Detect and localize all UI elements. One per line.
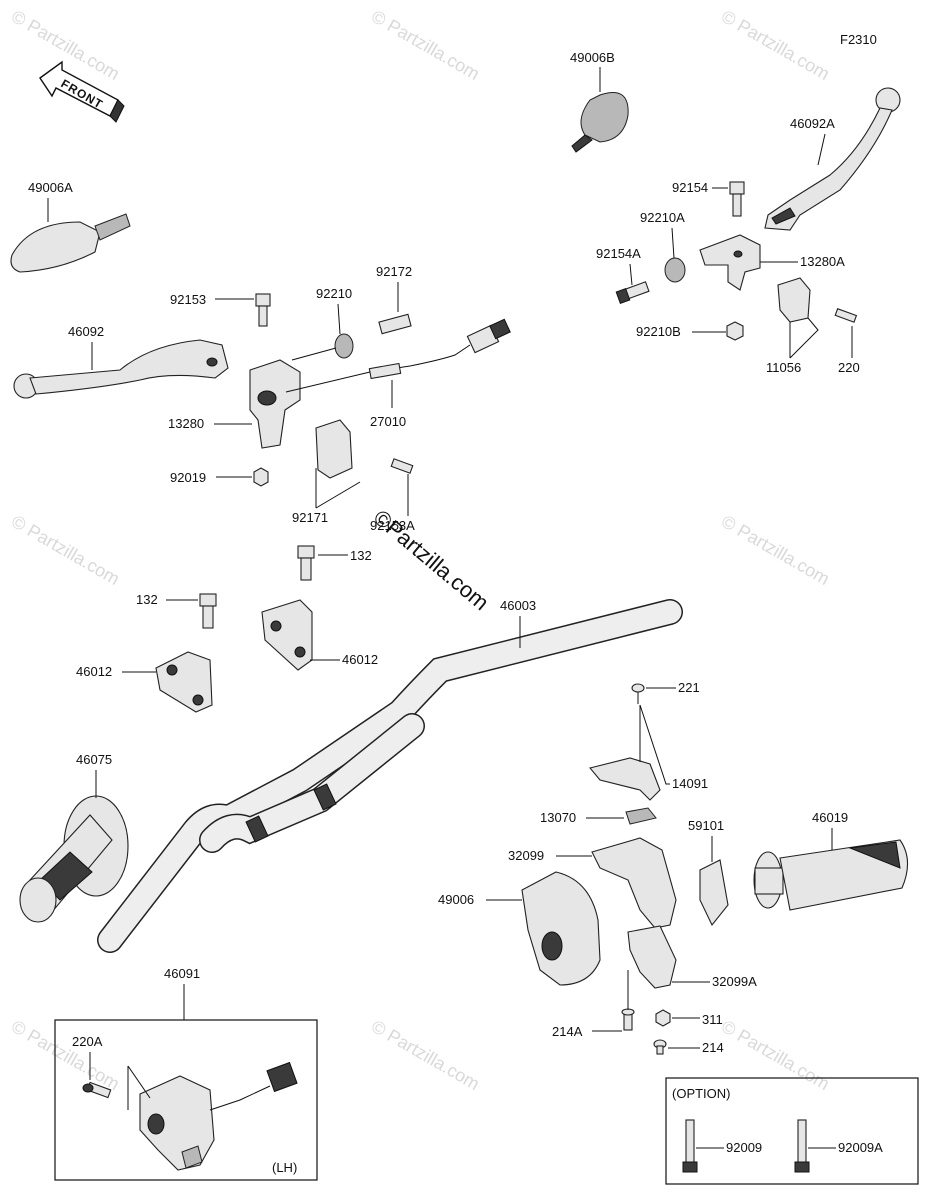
part-label: 32099A — [712, 974, 757, 989]
screw-214 — [653, 1039, 667, 1055]
part-label: 214A — [552, 1024, 583, 1039]
screw-221 — [631, 683, 645, 704]
part-label: 46012 — [342, 652, 378, 667]
part-label: 92172 — [376, 264, 412, 279]
screw-220 — [834, 308, 858, 323]
lh-switch-box — [54, 1019, 318, 1181]
part-label: 92210 — [316, 286, 352, 301]
part-label: 92154 — [672, 180, 708, 195]
part-label: 311 — [702, 1012, 723, 1027]
lever-holder-13280 — [249, 359, 371, 449]
part-label: 13280A — [800, 254, 845, 269]
part-label: 92019 — [170, 470, 206, 485]
bolt-92153 — [255, 293, 271, 327]
part-label: 11056 — [766, 360, 801, 375]
part-label: 46075 — [76, 752, 112, 767]
part-label: 92171 — [292, 510, 328, 525]
part-label: 92210B — [636, 324, 681, 339]
part-label: 13070 — [540, 810, 576, 825]
part-label: 221 — [678, 680, 700, 695]
adjuster-92210A — [664, 257, 686, 283]
bolt-132-right — [297, 545, 315, 581]
part-label: 214 — [702, 1040, 724, 1055]
part-label: 92009A — [838, 1140, 883, 1155]
watermark: © Partzilla.com — [718, 511, 833, 589]
option-label: (OPTION) — [672, 1086, 731, 1101]
part-label: 220 — [838, 360, 860, 375]
lever-guard-49006A — [10, 213, 131, 273]
bolt-132-left — [199, 593, 217, 629]
tube-59101 — [699, 859, 729, 927]
watermark: © Partzilla.com — [368, 6, 483, 84]
part-label: 92210A — [640, 210, 685, 225]
part-label: 46019 — [812, 810, 848, 825]
grip-46075 — [19, 795, 129, 923]
part-label: 220A — [72, 1034, 103, 1049]
nut-311 — [655, 1009, 671, 1027]
screw-220A — [82, 1081, 112, 1099]
bolt-92154 — [729, 181, 745, 217]
watermark: © Partzilla.com — [368, 1016, 483, 1094]
part-label: 92153A — [370, 518, 415, 533]
clamp-11056 — [777, 277, 811, 323]
housing-32099A — [627, 925, 677, 989]
bolt-92009A — [794, 1119, 810, 1173]
part-label: 32099 — [508, 848, 544, 863]
part-label: 46003 — [500, 598, 536, 613]
watermark: © Partzilla.com — [718, 6, 833, 84]
figure-code: F2310 — [840, 32, 877, 47]
part-label: 92154A — [596, 246, 641, 261]
lh-label: (LH) — [272, 1160, 297, 1175]
watermark: © Partzilla.com — [8, 511, 123, 589]
clutch-switch-27010 — [368, 318, 511, 380]
throttle-grip-46019 — [753, 839, 909, 911]
part-label: 59101 — [688, 818, 724, 833]
part-label: 49006A — [28, 180, 73, 195]
part-label: 14091 — [672, 776, 708, 791]
bolt-92009 — [682, 1119, 698, 1173]
holder-46012-right — [261, 599, 313, 671]
part-label: 46092 — [68, 324, 104, 339]
watermark-center: ©Partzilla.com — [369, 505, 494, 616]
handlebar-46003 — [97, 599, 683, 953]
holder-46012-left — [155, 651, 213, 713]
throttle-cover-49006 — [521, 871, 601, 986]
part-label: 92153 — [170, 292, 206, 307]
switch-46091 — [139, 1061, 298, 1171]
nut-92210B — [726, 321, 744, 341]
guide-13070 — [625, 807, 657, 825]
screw-214A — [621, 970, 635, 1031]
nut-92019 — [253, 467, 269, 487]
switch-92172 — [378, 313, 412, 335]
bolt-92153A — [390, 458, 414, 474]
part-label: 132 — [350, 548, 372, 563]
adjuster-92210 — [291, 333, 354, 361]
part-label: 49006 — [438, 892, 474, 907]
bolt-92154A — [615, 281, 650, 304]
part-label: 92009 — [726, 1140, 762, 1155]
part-label: 132 — [136, 592, 158, 607]
part-label: 46012 — [76, 664, 112, 679]
clamp-92171 — [315, 419, 353, 479]
option-box — [665, 1077, 919, 1185]
clutch-lever-46092 — [13, 339, 229, 399]
clutch-lever-46092A — [764, 87, 901, 231]
lever-holder-13280A — [699, 234, 761, 291]
watermark: © Partzilla.com — [8, 1016, 123, 1094]
watermark: © Partzilla.com — [718, 1016, 833, 1094]
lever-guard-49006B — [571, 92, 629, 153]
housing-32099 — [591, 837, 677, 929]
part-label: 49006B — [570, 50, 615, 65]
cable-cover-14091 — [589, 757, 661, 801]
part-label: 13280 — [168, 416, 204, 431]
part-label: 46091 — [164, 966, 200, 981]
part-label: 46092A — [790, 116, 835, 131]
part-label: 27010 — [370, 414, 406, 429]
